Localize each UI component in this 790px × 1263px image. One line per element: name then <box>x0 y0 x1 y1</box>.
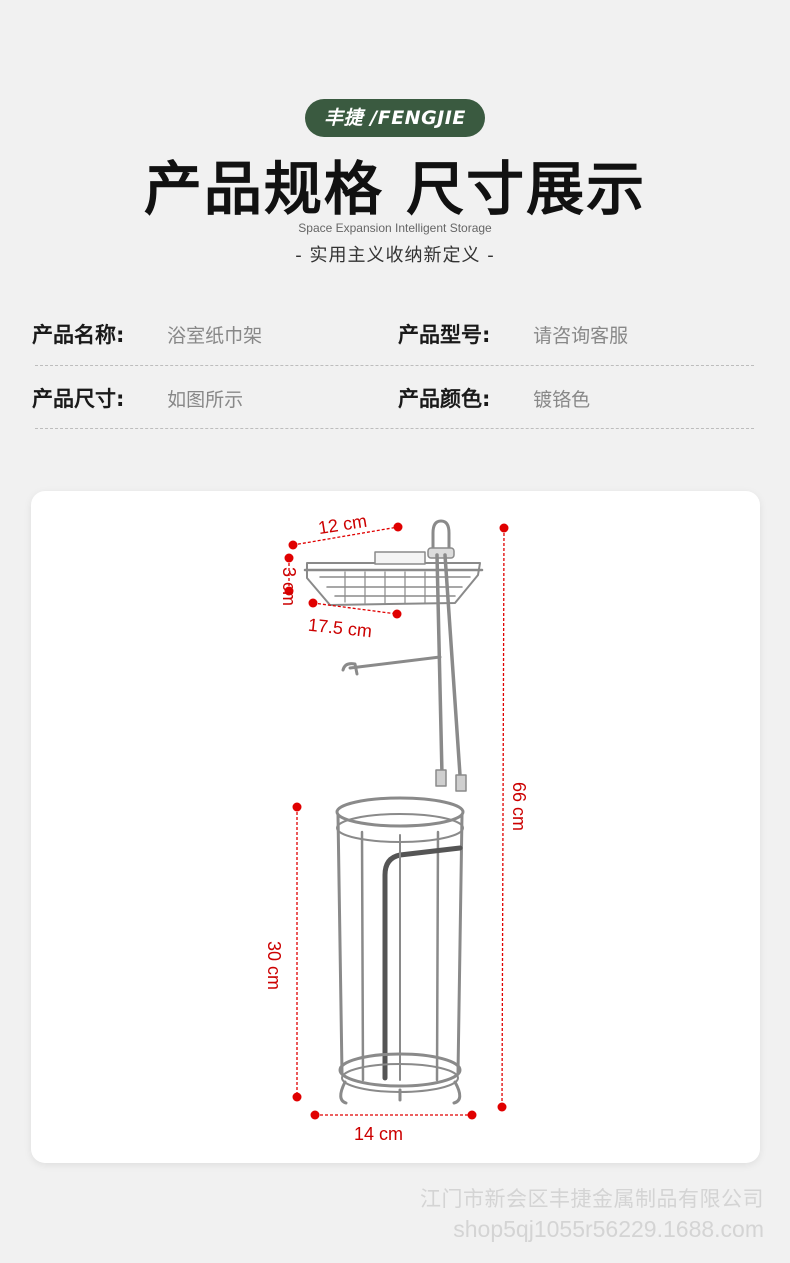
footer-shop-url: shop5qj1055r56229.1688.com <box>453 1216 764 1242</box>
spec-product-model: 产品型号: 请咨询客服 <box>398 319 628 349</box>
spec-value: 镀铬色 <box>533 389 591 411</box>
product-diagram: 12 cm 3 cm 17.5 cm 66 cm 30 cm 14 cm <box>264 511 529 1144</box>
subtitle-chinese: - 实用主义收纳新定义 - <box>295 245 495 266</box>
product-diagram-card: 12 cm 3 cm 17.5 cm 66 cm 30 cm 14 cm <box>31 491 760 1163</box>
toilet-paper-stand-illustration <box>303 519 484 1105</box>
dimension-dot <box>467 1110 477 1120</box>
spec-label: 产品名称: <box>32 323 125 347</box>
spec-row-1: 产品名称: 浴室纸巾架 产品型号: 请咨询客服 <box>32 302 754 366</box>
spec-product-size: 产品尺寸: 如图所示 <box>32 383 243 413</box>
spec-product-name: 产品名称: 浴室纸巾架 <box>32 319 262 349</box>
dimension-dot <box>392 609 402 619</box>
spec-value: 浴室纸巾架 <box>167 325 263 347</box>
dimension-dot <box>292 802 302 812</box>
spec-value: 请咨询客服 <box>533 325 629 347</box>
dimension-dot <box>310 1110 320 1120</box>
footer-company: 江门市新会区丰捷金属制品有限公司 <box>420 1188 764 1211</box>
brand-badge: 丰捷 /FENGJIE <box>305 99 485 137</box>
spec-label: 产品颜色: <box>398 387 491 411</box>
dimension-label-total-height: 66 cm <box>509 782 529 831</box>
dimension-label-shelf-height: 3 cm <box>279 567 299 606</box>
divider <box>35 428 754 429</box>
dimension-dot <box>284 586 294 596</box>
dimension-label-shelf-width: 12 cm <box>317 511 369 538</box>
dimension-label-base-width: 14 cm <box>354 1124 403 1144</box>
divider <box>35 365 754 366</box>
dimension-dot <box>393 522 403 532</box>
subtitle-english: Space Expansion Intelligent Storage <box>298 221 492 235</box>
dimension-dot <box>292 1092 302 1102</box>
dimension-dot <box>308 598 318 608</box>
spec-label: 产品尺寸: <box>32 387 125 411</box>
dimension-lines <box>284 522 509 1120</box>
dimension-label-base-height: 30 cm <box>264 941 284 990</box>
spec-value: 如图所示 <box>167 389 244 411</box>
dimension-dot <box>497 1102 507 1112</box>
dimension-dot <box>284 553 294 563</box>
dimension-label-shelf-length: 17.5 cm <box>307 615 373 642</box>
spec-row-2: 产品尺寸: 如图所示 产品颜色: 镀铬色 <box>32 366 754 430</box>
page-title: 产品规格 尺寸展示 <box>143 155 647 223</box>
spec-label: 产品型号: <box>398 323 491 347</box>
dimension-dot <box>288 540 298 550</box>
spec-product-color: 产品颜色: 镀铬色 <box>398 383 590 413</box>
dimension-dot <box>499 523 509 533</box>
